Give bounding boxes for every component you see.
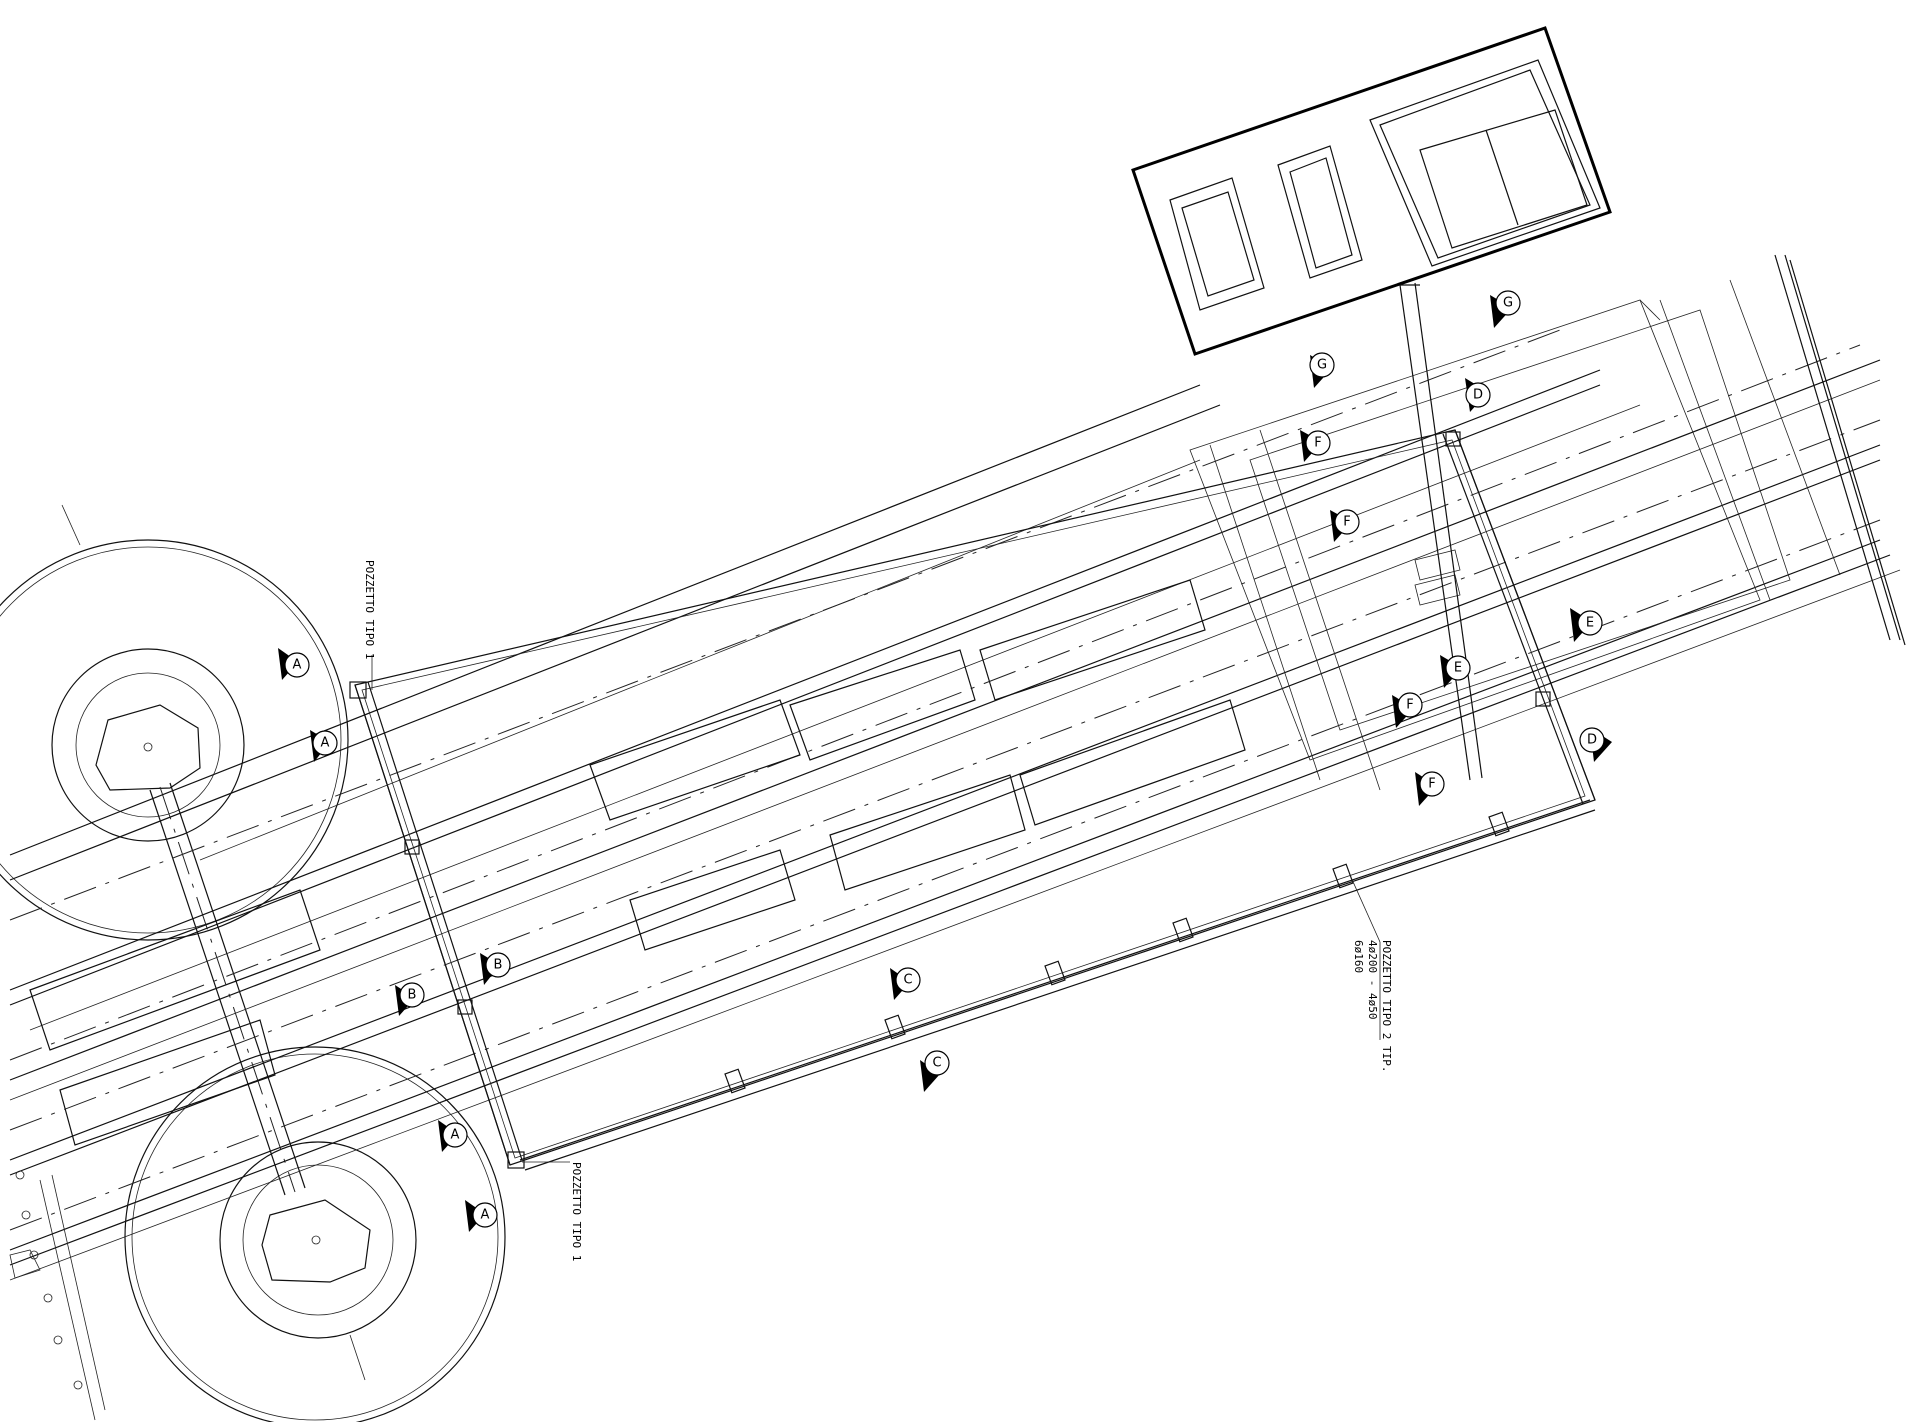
tank-lower [124,1046,506,1422]
section-mark-b1: B [395,982,425,1016]
label-pozzetto-tipo2: POZZETTO TIPO 2 TIP. 4ø200 - 4ø50 6ø160 [1352,940,1393,1072]
svg-text:D: D [1473,388,1483,403]
svg-text:F: F [1406,698,1413,713]
pipe-runs [349,431,1596,1171]
section-markers: A A A A B B C [278,290,1612,1232]
svg-text:F: F [1428,777,1435,792]
section-mark-e1: E [1570,608,1603,642]
section-mark-f2: F [1330,509,1360,542]
svg-text:C: C [932,1056,941,1071]
svg-text:POZZETTO TIPO 1: POZZETTO TIPO 1 [570,1162,583,1261]
svg-text:4ø200 - 4ø50: 4ø200 - 4ø50 [1366,940,1379,1019]
main-channel [9,329,1901,1281]
svg-text:E: E [1454,661,1462,676]
svg-text:G: G [1503,296,1513,311]
building-block [1131,26,1612,781]
svg-text:F: F [1314,436,1321,451]
section-mark-d2: D [1579,727,1612,762]
section-mark-a3: A [438,1120,468,1152]
section-mark-c1: C [890,967,921,1000]
svg-text:A: A [481,1208,490,1223]
svg-text:6ø160: 6ø160 [1352,940,1365,973]
section-mark-e2: E [1440,655,1471,688]
section-mark-a1: A [278,648,310,680]
svg-text:D: D [1587,733,1597,748]
section-mark-a2: A [310,730,338,762]
svg-text:C: C [903,973,912,988]
section-mark-f4: F [1415,771,1445,806]
svg-text:A: A [451,1128,460,1143]
label-pozzetto-top: POZZETTO TIPO 1 [363,560,376,659]
channel-bays [29,579,1246,1146]
svg-text:F: F [1343,515,1350,530]
section-mark-d1: D [1465,378,1491,412]
tank-upper [0,504,349,941]
svg-text:A: A [293,658,302,673]
label-pozzetto-bottom: POZZETTO TIPO 1 [570,1162,583,1261]
section-mark-f1: F [1300,430,1331,462]
section-mark-g1: G [1490,290,1521,328]
section-mark-a4: A [465,1200,498,1232]
svg-text:B: B [408,988,417,1003]
plant-block-grid [1189,254,1906,791]
section-mark-c2: C [920,1050,950,1092]
section-mark-b2: B [480,952,511,985]
svg-text:E: E [1586,616,1594,631]
svg-text:G: G [1317,358,1327,373]
svg-text:POZZETTO TIPO 1: POZZETTO TIPO 1 [363,560,376,659]
svg-text:B: B [494,958,503,973]
site-boundary [9,1170,106,1421]
tank-connector [149,782,306,1196]
section-mark-g2: G [1309,352,1335,388]
leader-lines [371,655,1381,1163]
svg-text:POZZETTO TIPO 2 TIP.: POZZETTO TIPO 2 TIP. [1380,940,1393,1072]
svg-text:A: A [321,736,330,751]
section-mark-f3: F [1392,692,1423,728]
